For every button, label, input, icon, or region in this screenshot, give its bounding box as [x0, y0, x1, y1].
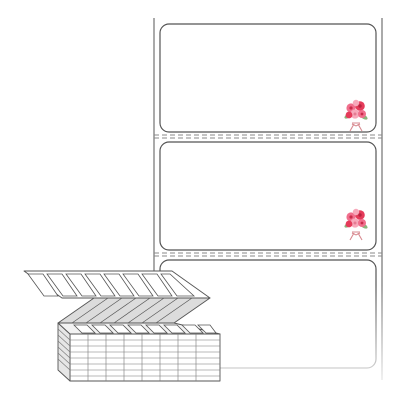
perforation-line [154, 252, 382, 257]
fanfold-top-labels [27, 273, 196, 297]
label-2 [159, 141, 377, 251]
fanfold-stack-layers [57, 328, 220, 381]
label-1 [159, 23, 377, 133]
fanfold-middle-labels [71, 297, 193, 324]
perforation-line [154, 134, 382, 139]
fanfold-bottom-labels [73, 324, 217, 334]
